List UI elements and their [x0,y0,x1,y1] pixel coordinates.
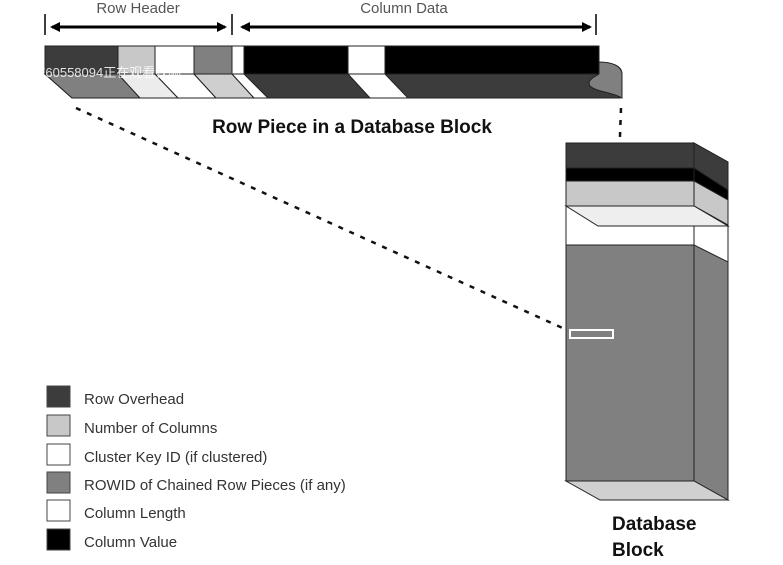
database-block [564,142,730,501]
legend-label: Column Value [84,534,177,551]
legend-item: Number of Columns [46,414,217,437]
legend-item: Row Overhead [46,385,184,408]
column-data-span: Column Data [240,0,597,35]
legend-item: Cluster Key ID (if clustered) [46,443,267,466]
block-band-number-of-columns [565,180,695,207]
segment-number-of-columns [117,45,156,75]
legend-label: Number of Columns [84,420,217,437]
segment-rowid-chained [193,45,233,75]
legend-swatch-column-value [46,528,71,551]
watermark: 15224760558094正在观看视频 [2,65,181,80]
segment-column-length-1 [231,45,245,75]
block-label-line1: Database [612,514,697,535]
legend-label: Cluster Key ID (if clustered) [84,449,267,466]
torn-edge [588,61,623,99]
legend-item: Column Value [46,528,177,551]
legend-swatch-row-overhead [46,385,71,408]
row-piece-highlight [569,329,614,339]
block-inner-shelf [564,205,730,227]
connector-line-left [75,106,568,332]
legend-label: ROWID of Chained Row Pieces (if any) [84,477,346,494]
legend-label: Row Overhead [84,391,184,408]
legend-swatch-cluster-key-id [46,443,71,466]
segment-row-overhead [44,45,119,75]
legend-swatch-column-length [46,499,71,522]
legend-swatch-number-of-columns [46,414,71,437]
block-band-row-overhead [565,142,695,169]
segment-column-value-1 [243,45,349,75]
block-label-line2: Block [612,540,664,561]
column-data-label: Column Data [360,0,448,17]
row-piece-bar [43,45,623,99]
legend-label: Column Length [84,505,186,522]
row-header-label: Row Header [96,0,179,17]
row-header-span: Row Header [44,0,233,35]
legend-item: Column Length [46,499,186,522]
legend-item: ROWID of Chained Row Pieces (if any) [46,471,346,494]
segment-column-length-2 [347,45,386,75]
block-bottom-face [564,480,730,501]
block-band-column-value [565,167,695,182]
segment-column-value-2 [384,45,600,75]
diagram-title: Row Piece in a Database Block [212,117,492,138]
legend: Row Overhead Number of Columns Cluster K… [46,385,346,551]
legend-swatch-rowid [46,471,71,494]
